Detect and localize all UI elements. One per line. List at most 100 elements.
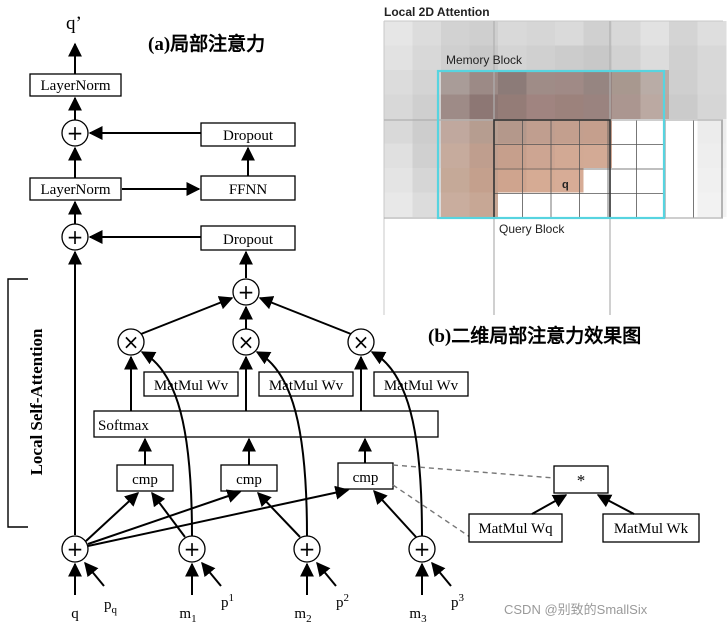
grid-cell <box>441 94 470 120</box>
add-symbol-1: + <box>67 225 84 249</box>
mul-symbol-3: × <box>353 330 370 354</box>
grid-cell <box>640 70 670 95</box>
grid-cell <box>526 45 556 71</box>
query-cell-label: q <box>562 179 569 191</box>
arrow-m2-to-mul2 <box>255 351 308 537</box>
arrow-mul3-to-sum <box>258 296 352 335</box>
grid-cell <box>412 21 442 46</box>
arrow-m1-to-mul1 <box>140 351 193 537</box>
arrow-m1-to-cmp1 <box>151 491 186 538</box>
input-add-q-symbol: + <box>67 537 84 561</box>
matmul-wv-box-3 <box>373 371 469 397</box>
grid-cell <box>612 266 641 291</box>
grid-cell <box>526 241 556 267</box>
input-label-p3: p3 <box>451 592 465 611</box>
grid-cell <box>612 290 641 316</box>
grid-cell <box>498 241 527 267</box>
add-symbol-2: + <box>67 121 84 145</box>
grid-cell <box>441 168 470 193</box>
grid-cell <box>498 21 527 46</box>
grid-cell <box>555 217 584 242</box>
grid-cell <box>583 241 613 267</box>
grid-cell <box>555 290 584 316</box>
grid-cell <box>555 241 584 267</box>
grid-cell <box>412 45 442 71</box>
grid-cell <box>384 241 413 267</box>
input-add-m2-symbol: + <box>299 537 316 561</box>
matmul-wv-box-1 <box>143 371 239 397</box>
arrow-wk-to-star <box>596 494 635 515</box>
input-label-p1: p1 <box>221 592 234 611</box>
grid-cell <box>697 21 727 46</box>
dropout-mid-box <box>200 225 296 251</box>
input-add-m1-symbol: + <box>184 537 201 561</box>
grid-cell <box>441 143 470 169</box>
mul-circle-3 <box>347 328 375 356</box>
grid-cell <box>526 290 556 316</box>
cmp-label-1: cmp <box>132 472 158 488</box>
softmax-box <box>93 410 439 438</box>
grid-cell <box>384 192 413 218</box>
matmul-wk-box <box>602 513 700 543</box>
grid-cell <box>583 217 613 242</box>
grid-cell <box>412 94 442 120</box>
grid-cell <box>583 290 613 316</box>
arrow-m2-to-cmp2 <box>257 491 301 538</box>
grid-cell <box>384 119 413 144</box>
matmul-wv-box-2 <box>258 371 354 397</box>
grid-cell <box>412 217 442 242</box>
grid-cell <box>583 70 613 95</box>
matmul-wv-label-2: MatMul Wv <box>269 378 344 394</box>
grid-cell <box>412 241 442 267</box>
matmul-wq-label: MatMul Wq <box>478 521 553 537</box>
grid-cell <box>384 94 413 120</box>
grid-cell <box>412 119 442 144</box>
arrow-p1-in <box>201 561 222 587</box>
grid-cell <box>384 143 413 169</box>
grid-cell <box>555 70 584 95</box>
layernorm-top-label: LayerNorm <box>41 78 111 94</box>
ffnn-label: FFNN <box>229 182 268 198</box>
grid-cell <box>441 21 470 46</box>
arrow-p3-in <box>431 561 452 587</box>
add-circle-2 <box>61 119 89 147</box>
grid-cell <box>640 217 670 242</box>
grid-cell <box>555 45 584 71</box>
grid-cell <box>412 143 442 169</box>
grid-cell <box>612 94 641 120</box>
grid-cell <box>412 168 442 193</box>
grid-cell <box>697 70 727 95</box>
cmp-detail-dash-top <box>392 464 555 479</box>
grid-cell <box>384 70 413 95</box>
mul-circle-1 <box>117 328 145 356</box>
arrow-p2-in <box>316 561 337 587</box>
arrow-m3-to-mul3 <box>370 351 423 537</box>
grid-cell <box>412 192 442 218</box>
grid-cell <box>612 70 641 95</box>
panel-a-title: (a)局部注意力 <box>148 32 265 55</box>
grid-cell <box>583 94 613 120</box>
memory-block-outline <box>436 69 666 220</box>
arrow-wq-to-star <box>531 494 568 515</box>
grid-cell <box>640 290 670 316</box>
cmp-box-3 <box>337 462 394 490</box>
grid-cell <box>640 45 670 71</box>
matmul-wk-label: MatMul Wk <box>614 521 689 537</box>
grid-cell <box>555 21 584 46</box>
side-bracket <box>7 278 28 528</box>
grid-cell <box>498 217 527 242</box>
grid-cell <box>640 21 670 46</box>
panel-b: Local 2D Attention Memory Block Query Bl… <box>383 5 727 347</box>
grid-cell <box>526 94 556 120</box>
side-title: Local Self-Attention <box>27 328 46 475</box>
grid-cell <box>441 266 470 291</box>
arrow-q-to-cmp3 <box>87 485 350 547</box>
grid-cell <box>384 290 413 316</box>
grid-cell <box>498 45 527 71</box>
panel-b-heading: Local 2D Attention <box>384 5 490 19</box>
arrow-pq-in <box>84 561 105 587</box>
grid-cell <box>612 21 641 46</box>
grid-cell <box>526 266 556 291</box>
grid-cell <box>612 45 641 71</box>
arrow-m3-to-cmp3 <box>373 489 417 538</box>
